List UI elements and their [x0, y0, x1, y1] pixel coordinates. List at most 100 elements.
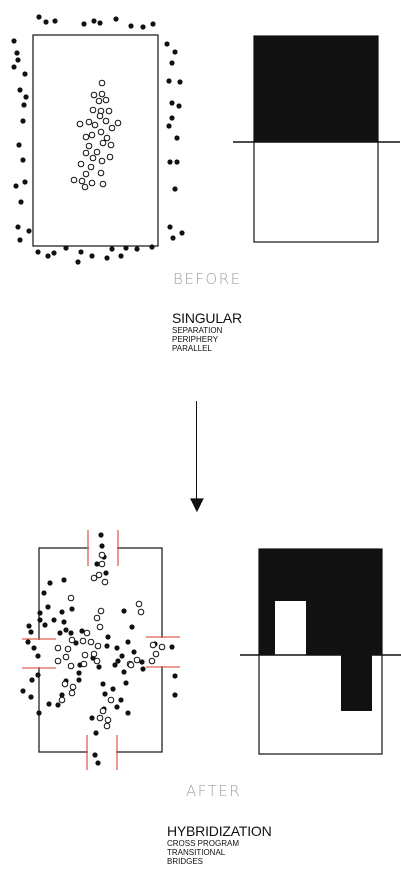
- open-dot: [107, 141, 115, 149]
- before-line-1: SEPARATION: [172, 326, 223, 335]
- filled-dot: [13, 183, 19, 189]
- open-dot: [102, 96, 110, 104]
- before-text-block: SINGULAR SEPARATION PERIPHERY PARALLEL: [172, 311, 242, 354]
- filled-dot: [179, 230, 185, 236]
- open-dot: [103, 722, 111, 730]
- filled-dot: [169, 60, 175, 66]
- open-dot: [68, 636, 76, 644]
- filled-dot: [15, 57, 21, 63]
- filled-dot: [109, 246, 115, 252]
- filled-dot: [172, 673, 178, 679]
- filled-dot: [91, 18, 97, 24]
- filled-dot: [94, 561, 100, 567]
- open-dot: [76, 120, 84, 128]
- after-open-dots: [54, 551, 166, 730]
- filled-dot: [55, 702, 61, 708]
- open-dot: [87, 638, 95, 646]
- filled-dot: [169, 644, 175, 650]
- filled-dot: [177, 79, 183, 85]
- filled-dot: [41, 590, 47, 596]
- filled-dot: [119, 653, 125, 659]
- open-dot: [77, 160, 85, 168]
- filled-dot: [102, 691, 108, 697]
- after-section: [240, 548, 401, 755]
- filled-dot: [172, 186, 178, 192]
- filled-dot: [110, 686, 116, 692]
- transition-arrow-shaft: [196, 401, 197, 501]
- filled-dot: [23, 94, 29, 100]
- filled-dot: [35, 672, 41, 678]
- filled-dot: [47, 580, 53, 586]
- filled-dot: [169, 115, 175, 121]
- filled-dot: [29, 677, 35, 683]
- filled-dot: [21, 102, 27, 108]
- open-dot: [89, 106, 97, 114]
- open-dot: [99, 180, 107, 188]
- open-dot: [89, 154, 97, 162]
- filled-dot: [92, 752, 98, 758]
- open-dot: [98, 551, 106, 559]
- open-dot: [93, 614, 101, 622]
- open-dot: [62, 653, 70, 661]
- filled-dot: [89, 253, 95, 259]
- filled-dot: [149, 244, 155, 250]
- open-dot: [152, 650, 160, 658]
- filled-dot: [105, 634, 111, 640]
- before-section: [233, 35, 400, 243]
- filled-dot: [125, 639, 131, 645]
- after-caption: AFTER: [186, 782, 242, 800]
- filled-dot: [172, 692, 178, 698]
- filled-dot: [129, 624, 135, 630]
- filled-dot: [51, 250, 57, 256]
- filled-dot: [17, 237, 23, 243]
- open-dot: [90, 650, 98, 658]
- open-dot: [97, 128, 105, 136]
- open-dot: [88, 131, 96, 139]
- open-dot: [61, 680, 69, 688]
- before-plan: [11, 14, 185, 265]
- open-dot: [96, 112, 104, 120]
- open-dot: [58, 696, 66, 704]
- filled-dot: [61, 577, 67, 583]
- open-dot: [91, 121, 99, 129]
- open-dot: [82, 170, 90, 178]
- down-arrow-icon: ▼: [190, 494, 204, 515]
- filled-dot: [134, 246, 140, 252]
- filled-dot: [45, 253, 51, 259]
- filled-dot: [57, 630, 63, 636]
- open-dot: [97, 169, 105, 177]
- open-dot: [81, 183, 89, 191]
- filled-dot: [79, 628, 85, 634]
- open-dot: [78, 177, 86, 185]
- filled-dot: [118, 253, 124, 259]
- open-dot: [106, 153, 114, 161]
- filled-dot: [140, 666, 146, 672]
- open-dot: [90, 91, 98, 99]
- open-dot: [90, 574, 98, 582]
- filled-dot: [17, 87, 23, 93]
- open-dot: [135, 600, 143, 608]
- filled-dot: [37, 617, 43, 623]
- open-dot: [54, 657, 62, 665]
- filled-dot: [11, 38, 17, 44]
- open-dot: [64, 645, 72, 653]
- filled-dot: [169, 100, 175, 106]
- before-open-dots: [70, 79, 122, 191]
- open-dot: [137, 608, 145, 616]
- open-dot: [83, 629, 91, 637]
- filled-dot: [123, 245, 129, 251]
- filled-dot: [16, 142, 22, 148]
- filled-dot: [100, 681, 106, 687]
- filled-dot: [167, 224, 173, 230]
- filled-dot: [166, 78, 172, 84]
- before-plan-outline: [32, 34, 159, 247]
- filled-dot: [89, 715, 95, 721]
- open-dot: [54, 644, 62, 652]
- open-dot: [85, 118, 93, 126]
- open-dot: [96, 714, 104, 722]
- open-dot: [88, 179, 96, 187]
- filled-dot: [26, 623, 32, 629]
- filled-dot: [176, 103, 182, 109]
- open-dot: [103, 134, 111, 142]
